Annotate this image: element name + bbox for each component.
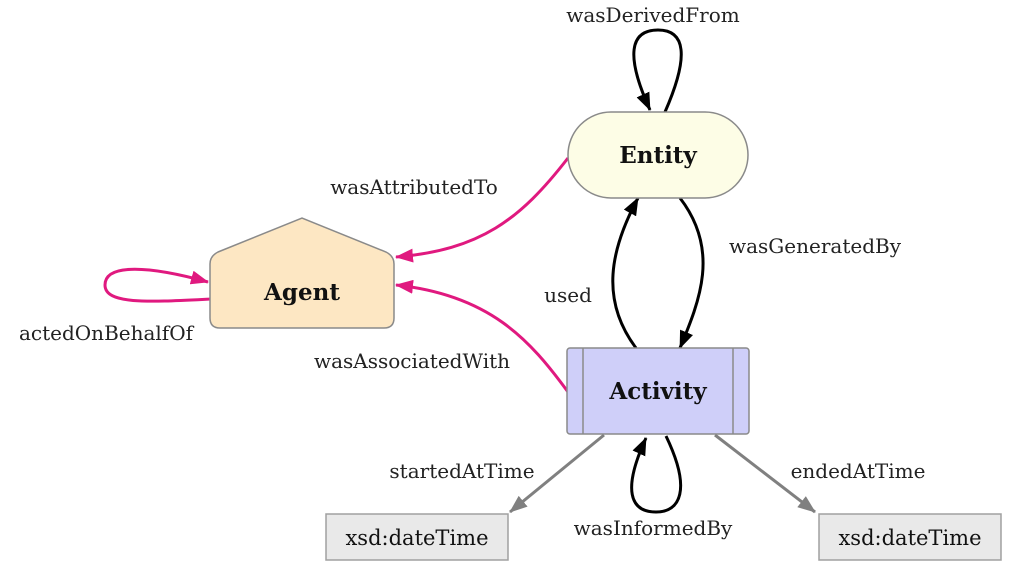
entity-label: Entity: [619, 142, 697, 169]
activity-node[interactable]: Activity: [566, 347, 750, 435]
was-attributed-to-edge: [395, 157, 570, 263]
was-informed-by-label: wasInformedBy: [574, 516, 733, 540]
was-derived-from-label: wasDerivedFrom: [566, 3, 740, 27]
ended-at-time-edge: [714, 433, 816, 514]
datetime-end-node[interactable]: xsd:dateTime: [818, 513, 1002, 561]
activity-label: Activity: [608, 378, 707, 405]
used-edge: [611, 197, 640, 349]
datetime-start-shape: [325, 513, 509, 561]
datetime-end-label: xsd:dateTime: [838, 526, 981, 550]
datetime-start-node[interactable]: xsd:dateTime: [325, 513, 509, 561]
was-generated-by-edge: [678, 197, 705, 349]
ended-at-time-label: endedAtTime: [791, 459, 926, 483]
was-associated-with-label: wasAssociatedWith: [314, 349, 510, 373]
datetime-start-label: xsd:dateTime: [345, 526, 488, 550]
agent-label: Agent: [263, 279, 340, 306]
was-informed-by-edge: [630, 435, 683, 514]
was-generated-by-label: wasGeneratedBy: [729, 234, 902, 258]
entity-shape: [567, 111, 749, 199]
acted-on-behalf-of-label: actedOnBehalfOf: [19, 321, 195, 345]
started-at-time-edge: [509, 433, 605, 514]
was-attributed-to-label: wasAttributedTo: [330, 175, 498, 199]
agent-node[interactable]: Agent: [209, 217, 395, 329]
activity-shape: [566, 347, 750, 435]
used-label: used: [544, 283, 592, 307]
agent-shape: [209, 217, 395, 329]
datetime-end-shape: [818, 513, 1002, 561]
was-derived-from-edge: [632, 28, 683, 113]
started-at-time-label: startedAtTime: [389, 459, 534, 483]
was-associated-with-edge: [395, 279, 570, 393]
acted-on-behalf-of-edge: [103, 267, 212, 303]
entity-node[interactable]: Entity: [567, 111, 749, 199]
